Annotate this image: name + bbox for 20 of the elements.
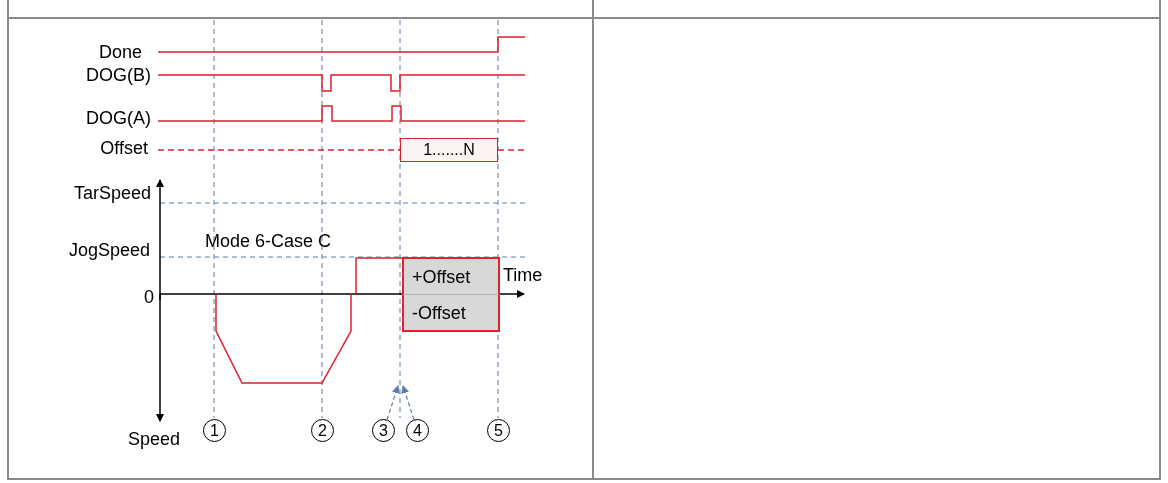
positive-offset-box: +Offset (402, 257, 500, 294)
signal-label: DOG(B) (86, 64, 151, 86)
leader-arrow (401, 385, 415, 421)
callout-number: 3 (372, 419, 395, 442)
signal-label: Offset (100, 137, 148, 159)
signal-label: Done (98, 41, 142, 63)
negative-offset-box: -Offset (402, 294, 500, 332)
callout-number: 2 (311, 419, 334, 442)
offset-range-box: 1.......N (400, 138, 498, 162)
signal-label: TarSpeed (73, 182, 151, 204)
signal-label: Time (503, 264, 543, 286)
callout-number: 1 (203, 419, 226, 442)
callout-number: 4 (406, 419, 429, 442)
signal-label: 0 (144, 286, 154, 308)
signal-label: DOG(A) (86, 107, 151, 129)
signal-label: Speed (128, 428, 181, 450)
signal-label: JogSpeed (68, 239, 150, 261)
leader-arrow (386, 385, 400, 421)
signal-label: Mode 6-Case C (205, 230, 332, 252)
callout-number: 5 (487, 419, 510, 442)
